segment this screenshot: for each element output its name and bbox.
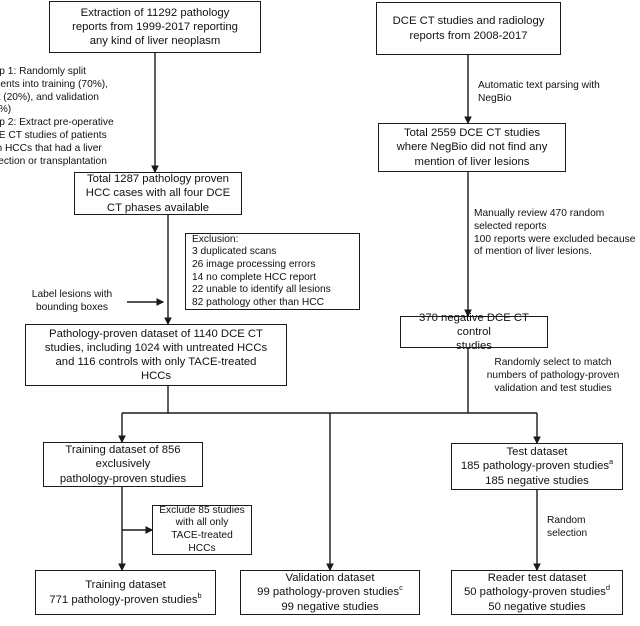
footnote-marker-c: c	[399, 583, 403, 593]
annotation-randomly-select: Randomly select to match numbers of path…	[486, 357, 620, 394]
box-exclusion: Exclusion: 3 duplicated scans 26 image p…	[185, 233, 360, 310]
annotation-steps: Step 1: Randomly split patients into tra…	[0, 66, 114, 167]
annotation-random-selection: Random selection	[547, 515, 588, 539]
box-training-856: Training dataset of 856 exclusively path…	[43, 442, 203, 487]
box-total-1287: Total 1287 pathology proven HCC cases wi…	[74, 172, 242, 215]
box-pathology-dataset: Pathology-proven dataset of 1140 DCE CT …	[25, 324, 287, 386]
annotation-label-lesions: Label lesions with bounding boxes	[31, 289, 113, 313]
box-negative-370: 370 negative DCE CT control studies	[400, 312, 548, 352]
box-extraction: Extraction of 11292 pathology reports fr…	[49, 1, 261, 53]
annotation-negbio-parsing: Automatic text parsing with NegBio	[478, 80, 600, 104]
footnote-marker-a: a	[609, 457, 614, 467]
box-exclude-85: Exclude 85 studies with all only TACE-tr…	[152, 505, 252, 555]
annotation-manual-review: Manually review 470 random selected repo…	[474, 208, 636, 258]
footnote-marker-b: b	[197, 590, 202, 600]
box-dce-source: DCE CT studies and radiology reports fro…	[376, 2, 561, 55]
footnote-marker-d: d	[605, 583, 611, 593]
box-negbio-total: Total 2559 DCE CT studies where NegBio d…	[378, 123, 566, 172]
